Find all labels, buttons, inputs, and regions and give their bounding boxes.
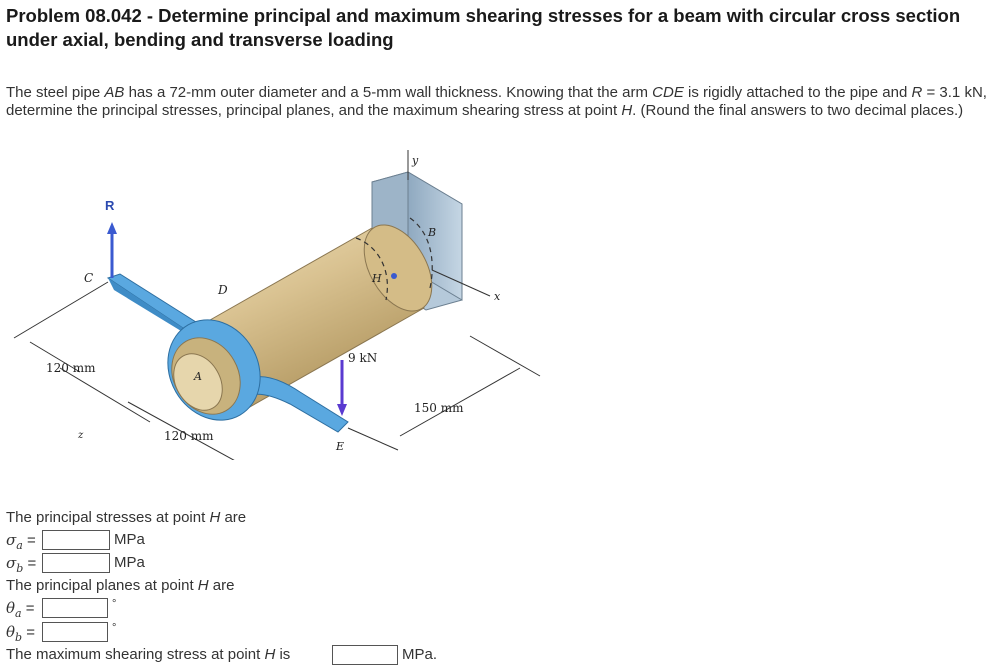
sigma-a-unit: MPa — [114, 531, 145, 548]
sigma-b-input[interactable] — [42, 553, 110, 573]
theta-a-row: θa = — [6, 598, 35, 624]
sigma-a-symbol: σa — [6, 531, 23, 552]
force-r-arrow — [107, 222, 117, 278]
x-axis — [431, 269, 491, 297]
sigma-a-input[interactable] — [42, 530, 110, 550]
subscript-a: a — [15, 607, 22, 620]
statement-cde: CDE — [652, 84, 684, 101]
statement-h: H — [621, 102, 633, 119]
sigma-symbol: σ — [6, 531, 17, 549]
equals-sign: = — [22, 532, 36, 549]
theta-b-input[interactable] — [42, 622, 108, 642]
subscript-b: b — [15, 631, 23, 644]
problem-title: Problem 08.042 - Determine principal and… — [6, 5, 961, 50]
statement-text: The steel pipe — [6, 84, 105, 101]
equals-sign: = — [22, 624, 36, 641]
pipe-figure: R C D A B H E x y z 9 kN 120 mm 120 mm 1… — [13, 150, 541, 460]
label-d: D — [217, 283, 228, 297]
label-a: A — [193, 370, 202, 383]
theta-symbol: θ — [6, 599, 16, 617]
statement-ab: AB — [104, 84, 125, 101]
point-h-marker — [391, 273, 397, 279]
statement-r: R — [911, 84, 923, 101]
intro-h: H — [209, 509, 221, 526]
dim-120-bottom: 120 mm — [164, 429, 214, 443]
intro-h: H — [197, 577, 209, 594]
label-z: z — [77, 430, 84, 441]
label-h: H — [371, 272, 382, 285]
max-shear-unit: MPa. — [402, 646, 438, 663]
intro-text: are — [208, 577, 235, 594]
intro-text: The principal stresses at point — [6, 509, 210, 526]
label-9kn: 9 kN — [348, 351, 377, 365]
intro-text: are — [220, 509, 247, 526]
sigma-b-row: σb = — [6, 553, 36, 579]
dim-150: 150 mm — [414, 401, 464, 415]
max-shear-input[interactable] — [332, 645, 398, 665]
max-shear-row: The maximum shearing stress at point H i… — [6, 645, 290, 665]
label-y: y — [411, 154, 419, 167]
label-c: C — [84, 271, 93, 285]
statement-text: is rigidly attached to the pipe and — [683, 84, 912, 101]
arm-cde — [106, 273, 349, 433]
planes-intro: The principal planes at point H are — [6, 576, 235, 596]
label-x: x — [494, 290, 501, 303]
max-shear-h: H — [264, 646, 276, 663]
stresses-intro: The principal stresses at point H are — [6, 508, 246, 528]
problem-statement: The steel pipe AB has a 72-mm outer diam… — [6, 84, 1001, 120]
label-e: E — [335, 440, 344, 453]
dim-120-left: 120 mm — [46, 361, 96, 375]
max-shear-text: The maximum shearing stress at point — [6, 646, 265, 663]
sigma-symbol: σ — [6, 554, 17, 572]
sigma-b-symbol: σb — [6, 554, 24, 575]
intro-text: The principal planes at point — [6, 577, 198, 594]
theta-a-unit: ° — [112, 598, 117, 610]
theta-a-symbol: θa — [6, 599, 22, 620]
sigma-b-unit: MPa — [114, 554, 145, 571]
max-shear-text: is — [275, 646, 291, 663]
theta-b-symbol: θb — [6, 623, 23, 644]
equals-sign: = — [23, 555, 37, 572]
label-r: R — [105, 198, 115, 213]
label-b: B — [427, 226, 436, 239]
theta-b-row: θb = — [6, 622, 35, 648]
theta-a-input[interactable] — [42, 598, 108, 618]
theta-b-unit: ° — [112, 622, 117, 634]
subscript-b: b — [16, 562, 24, 575]
sigma-a-row: σa = — [6, 530, 36, 556]
theta-symbol: θ — [6, 623, 16, 641]
statement-text: has a 72-mm outer diameter and a 5-mm wa… — [124, 84, 653, 101]
subscript-a: a — [16, 539, 23, 552]
equals-sign: = — [21, 600, 35, 617]
dimension-lines — [13, 281, 541, 460]
statement-text: = 3.1 kN, determine the principal stress… — [6, 84, 987, 119]
force-9kn-arrow — [337, 360, 347, 416]
statement-text: . (Round the final answers to two decima… — [632, 102, 964, 119]
